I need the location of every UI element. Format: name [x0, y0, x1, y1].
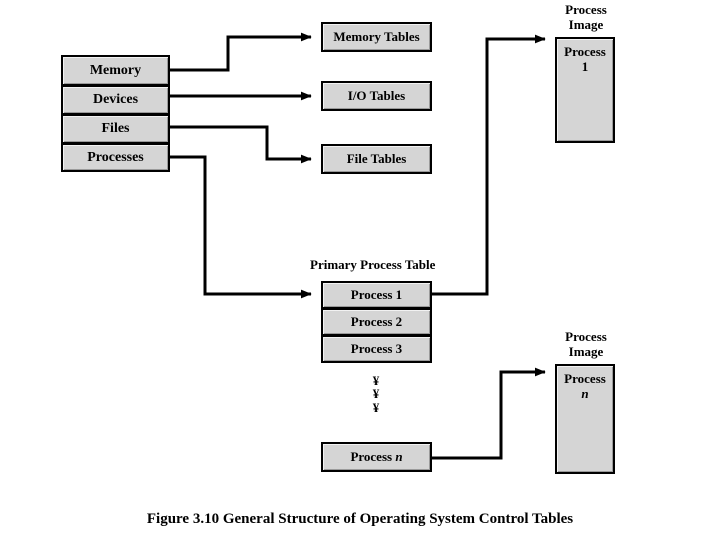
io-tables-box[interactable]: I/O Tables	[321, 81, 432, 111]
process-image-n-caption-line2: Image	[568, 343, 604, 359]
stack-item-files-label: Files	[101, 121, 130, 137]
process-image-1-body: Process 1	[564, 44, 606, 74]
ellipsis-glyph-3: ¥	[372, 399, 380, 415]
memory-tables-label: Memory Tables	[333, 28, 420, 44]
process-image-n-body: Process n	[564, 371, 606, 401]
primary-process-row-2-label: Process 2	[350, 313, 403, 329]
primary-process-row-3[interactable]: Process 3	[321, 335, 432, 363]
ellipsis-glyph-1: ¥	[372, 373, 380, 388]
connector-process1-to-process-image-1	[432, 34, 546, 296]
vertical-ellipsis: ¥ ¥ ¥	[346, 374, 406, 414]
primary-process-table-title: Primary Process Table	[310, 257, 436, 273]
process-image-n-caption-line1: Process	[565, 329, 607, 344]
connector-memory-to-memory-tables	[170, 32, 312, 72]
connector-processes-to-primary-process-table	[170, 155, 312, 299]
stack-item-processes[interactable]: Processes	[61, 143, 170, 172]
stack-item-memory[interactable]: Memory	[61, 55, 170, 85]
process-image-n-body-prefix: Process	[564, 371, 606, 386]
primary-process-row-n-index: n	[395, 448, 403, 464]
process-image-n[interactable]: Process n	[555, 364, 615, 474]
process-image-1[interactable]: Process 1	[555, 37, 615, 143]
primary-process-row-1[interactable]: Process 1	[321, 281, 432, 308]
io-tables-label: I/O Tables	[347, 87, 406, 103]
primary-process-row-n-prefix: Process	[350, 448, 396, 464]
file-tables-box[interactable]: File Tables	[321, 144, 432, 174]
stack-item-devices-label: Devices	[92, 92, 139, 108]
process-image-1-caption: Process Image	[551, 2, 621, 33]
primary-process-row-n[interactable]: Process n	[321, 442, 432, 472]
process-image-1-body-value: 1	[581, 58, 589, 74]
process-image-1-caption-line2: Image	[568, 16, 604, 32]
stack-item-devices[interactable]: Devices	[61, 85, 170, 114]
stack-item-files[interactable]: Files	[61, 114, 170, 143]
figure-caption: Figure 3.10 General Structure of Operati…	[0, 511, 720, 528]
process-image-1-caption-line1: Process	[565, 2, 607, 17]
connector-files-to-file-tables	[170, 125, 312, 164]
process-image-n-caption: Process Image	[551, 329, 621, 360]
process-image-n-body-value: n	[581, 385, 589, 401]
figure-caption-text: Figure 3.10 General Structure of Operati…	[146, 511, 574, 527]
primary-process-table-title-text: Primary Process Table	[310, 257, 436, 272]
stack-item-processes-label: Processes	[87, 149, 144, 165]
primary-process-row-1-label: Process 1	[350, 286, 403, 302]
primary-process-row-3-label: Process 3	[350, 340, 403, 356]
process-image-1-body-prefix: Process	[564, 44, 606, 59]
primary-process-row-2[interactable]: Process 2	[321, 308, 432, 335]
file-tables-label: File Tables	[346, 150, 407, 166]
connector-processn-to-process-image-n	[432, 367, 546, 460]
ellipsis-glyph-2: ¥	[372, 386, 380, 402]
primary-process-row-n-label: Process n	[350, 448, 403, 465]
memory-tables-box[interactable]: Memory Tables	[321, 22, 432, 52]
stack-item-memory-label: Memory	[89, 62, 142, 78]
